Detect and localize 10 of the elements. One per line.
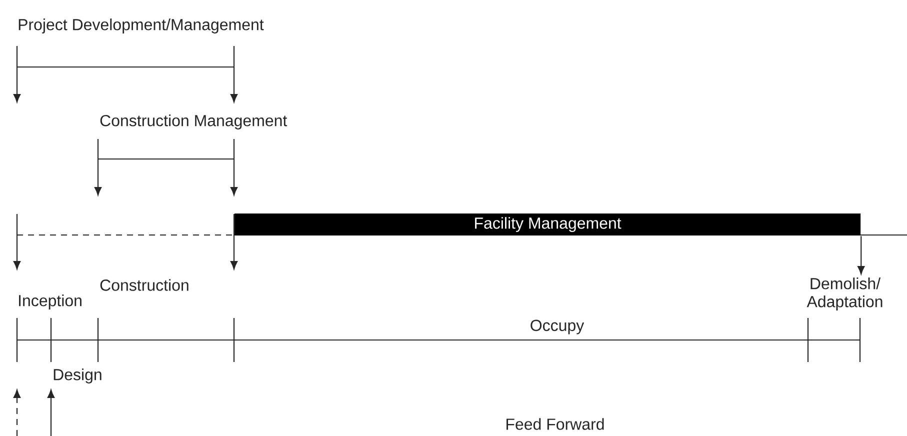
bar: Facility Management [234, 214, 861, 236]
phase-label: Design [54, 368, 102, 384]
phase-label: Construction Management [100, 114, 288, 130]
phase-label: Feed Forward [506, 418, 604, 430]
phase-label: Construction [100, 279, 188, 291]
phase-label: Project Development/Management [18, 18, 264, 34]
stage-label: Demolish/ Adaptation [806, 278, 882, 310]
phase-label: Occupy [530, 320, 584, 334]
phase-label: Inception [19, 294, 82, 310]
arrow [858, 236, 865, 274]
